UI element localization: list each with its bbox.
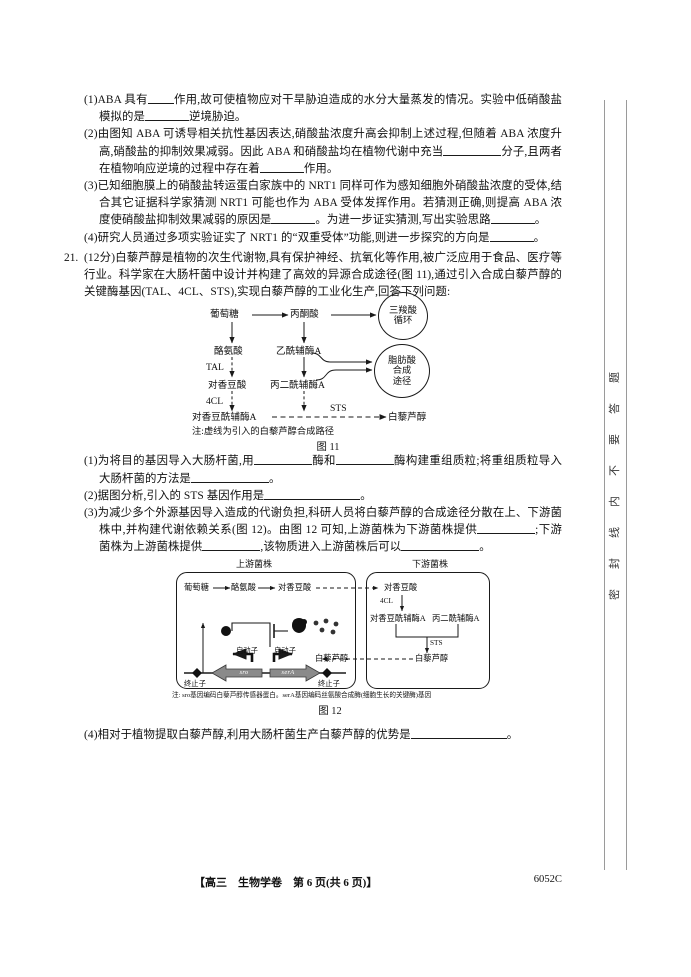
- answer-blank[interactable]: [271, 212, 316, 225]
- answer-blank[interactable]: [144, 109, 189, 122]
- fig12-downstream-strain-label: 下游菌株: [412, 558, 449, 569]
- seal-char-0: 题: [609, 372, 621, 383]
- answer-blank[interactable]: [259, 161, 304, 173]
- fig12-terminator-1: 终止子: [184, 678, 206, 688]
- answer-blank[interactable]: [335, 453, 394, 466]
- fig12-up-coumaric-acid: 对香豆酸: [278, 582, 312, 592]
- figure-11-wrapper: 葡萄糖 丙酮酸 三羧酸循环 酪氨酸 乙酰辅酶A 脂肪酸合成途径 TAL 对香豆酸…: [84, 292, 562, 454]
- fig12-upstream-strain-label: 上游菌株: [236, 558, 273, 569]
- answer-blank[interactable]: [147, 92, 174, 104]
- answer-blank[interactable]: [489, 230, 534, 242]
- q20-item-2: (2)由图知 ABA 可诱导相关抗性基因表达,硝酸盐浓度升高会抑制上述过程,但随…: [84, 128, 562, 175]
- fig11-node-tyrosine: 酪氨酸: [214, 346, 243, 358]
- q21-item-2: (2)据图分析,引入的 STS 基因作用是。: [84, 488, 372, 502]
- fig12-gene-sera: serA: [281, 669, 295, 677]
- seal-char-1: 答: [609, 403, 621, 414]
- fig12-up-resveratrol: 白藜芦醇: [315, 653, 349, 663]
- main-content-column: (1)ABA 具有作用,故可使植物应对干旱胁迫造成的水分大量蒸发的情况。实验中低…: [64, 92, 562, 744]
- fig12-down-sts: STS: [430, 637, 443, 647]
- answer-blank[interactable]: [202, 539, 261, 552]
- question-21-subitems-top: (1)为将目的基因导入大肠杆菌,用酶和酶构建重组质粒;将重组质粒导入大肠杆菌的方…: [84, 453, 562, 556]
- fig12-terminator-2: 终止子: [318, 678, 340, 688]
- fig11-node-coumaroyl-coa: 对香豆酰辅酶A: [192, 412, 257, 424]
- fig11-node-glucose: 葡萄糖: [210, 309, 239, 321]
- q21-item-3: (3)为减少多个外源基因导入造成的代谢负担,科研人员将白藜芦醇的合成途径分散在上…: [84, 507, 562, 554]
- seal-char-5: 线: [609, 527, 621, 538]
- answer-blank[interactable]: [477, 522, 536, 535]
- fig11-node-acetyl-coa: 乙酰辅酶A: [276, 346, 322, 358]
- question-21-stem: (12分)白藜芦醇是植物的次生代谢物,具有保护神经、抗氧化等作用,被广泛应用于食…: [84, 251, 562, 299]
- fig12-down-4cl: 4CL: [380, 595, 393, 605]
- figure-11-connectors: [229, 312, 387, 421]
- fig12-downstream-cell-box: [366, 571, 490, 689]
- figure-12-connectors: [184, 585, 459, 682]
- answer-blank[interactable]: [410, 727, 507, 739]
- answer-blank[interactable]: [264, 488, 361, 500]
- seal-char-2: 要: [609, 434, 621, 445]
- figure-12-wrapper: 上游菌株 下游菌株: [84, 559, 562, 727]
- fig11-enzyme-tal: TAL: [206, 362, 224, 374]
- fig11-fatty-acid-label: 脂肪酸合成途径: [388, 355, 416, 387]
- fig11-caption: 图 11: [316, 442, 340, 454]
- fig11-node-tca-cycle: 三羧酸循环: [378, 292, 428, 341]
- fig12-promoter-2: 启动子: [274, 645, 296, 655]
- question-21-number: 21.: [64, 251, 79, 264]
- seal-line-text: 题 答 要 不 内 线 封 密: [607, 372, 624, 620]
- answer-blank[interactable]: [190, 471, 269, 483]
- seal-char-6: 封: [609, 558, 621, 569]
- fig11-node-malonyl-coa: 丙二酰辅酶A: [270, 380, 325, 392]
- figure-11-diagram: 葡萄糖 丙酮酸 三羧酸循环 酪氨酸 乙酰辅酶A 脂肪酸合成途径 TAL 对香豆酸…: [192, 292, 462, 437]
- question-20-subitems: (1)ABA 具有作用,故可使植物应对干旱胁迫造成的水分大量蒸发的情况。实验中低…: [84, 92, 562, 247]
- question-21: 21. (12分)白藜芦醇是植物的次生代谢物,具有保护神经、抗氧化等作用,被广泛…: [64, 250, 562, 302]
- fig12-up-glucose: 葡萄糖: [184, 582, 209, 592]
- figure-12-diagram: 上游菌株 下游菌株: [170, 559, 490, 709]
- seal-char-4: 内: [609, 496, 621, 507]
- seal-line-column: 题 答 要 不 内 线 封 密: [604, 100, 630, 870]
- fig12-upstream-cell-box: [176, 571, 356, 689]
- fig11-enzyme-4cl: 4CL: [206, 396, 224, 408]
- q20-item-4: (4)研究人员通过多项实验证实了 NRT1 的“双重受体”功能,则进一步探究的方…: [84, 230, 546, 244]
- fig12-down-resveratrol: 白藜芦醇: [415, 653, 449, 663]
- footer-page-info: 【高三 生物学卷 第 6 页(共 6 页)】: [194, 877, 378, 889]
- answer-blank[interactable]: [490, 212, 535, 225]
- fig11-node-coumaric-acid: 对香豆酸: [208, 380, 247, 392]
- q21-item-4: (4)相对于植物提取白藜芦醇,利用大肠杆菌生产白藜芦醇的优势是。: [84, 727, 519, 741]
- seal-line-left: [604, 100, 605, 870]
- fig11-tca-label: 三羧酸循环: [389, 305, 417, 327]
- fig12-up-tyrosine: 酪氨酸: [231, 582, 256, 592]
- fig11-note: 注:虚线为引入的白藜芦醇合成路径: [192, 427, 335, 438]
- seal-char-3: 不: [609, 465, 621, 476]
- fig11-enzyme-sts: STS: [330, 403, 347, 415]
- footer-paper-code: 6052C: [533, 874, 562, 885]
- seal-char-7: 密: [609, 589, 621, 600]
- fig11-node-fatty-acid-pathway: 脂肪酸合成途径: [374, 344, 430, 399]
- fig11-node-pyruvate: 丙酮酸: [290, 309, 319, 321]
- fig12-down-malonyl-coa: 丙二酰辅酶A: [432, 613, 480, 623]
- q21-item-1: (1)为将目的基因导入大肠杆菌,用酶和酶构建重组质粒;将重组质粒导入大肠杆菌的方…: [84, 453, 562, 485]
- q20-item-3: (3)已知细胞膜上的硝酸盐转运蛋白家族中的 NRT1 同样可作为感知细胞外硝酸盐…: [84, 180, 562, 227]
- fig12-promoter-1: 启动子: [236, 645, 258, 655]
- q20-item-1: (1)ABA 具有作用,故可使植物应对干旱胁迫造成的水分大量蒸发的情况。实验中低…: [84, 92, 563, 124]
- fig11-node-resveratrol: 白藜芦醇: [388, 412, 427, 424]
- answer-blank[interactable]: [253, 453, 312, 466]
- answer-blank[interactable]: [401, 539, 480, 552]
- seal-line-right: [626, 100, 627, 870]
- fig12-gene-sro: sro: [239, 669, 249, 677]
- fig12-note: 注: sro基因编码白藜芦醇传感器蛋白。serA基因编码丝氨酸合成酶(细胞生长的…: [172, 691, 432, 699]
- fig12-down-coumaroyl-coa: 对香豆酰辅酶A: [370, 613, 426, 623]
- fig12-caption: 图 12: [318, 705, 342, 717]
- answer-blank[interactable]: [443, 144, 502, 156]
- fig12-down-coumaric-acid: 对香豆酸: [384, 582, 418, 592]
